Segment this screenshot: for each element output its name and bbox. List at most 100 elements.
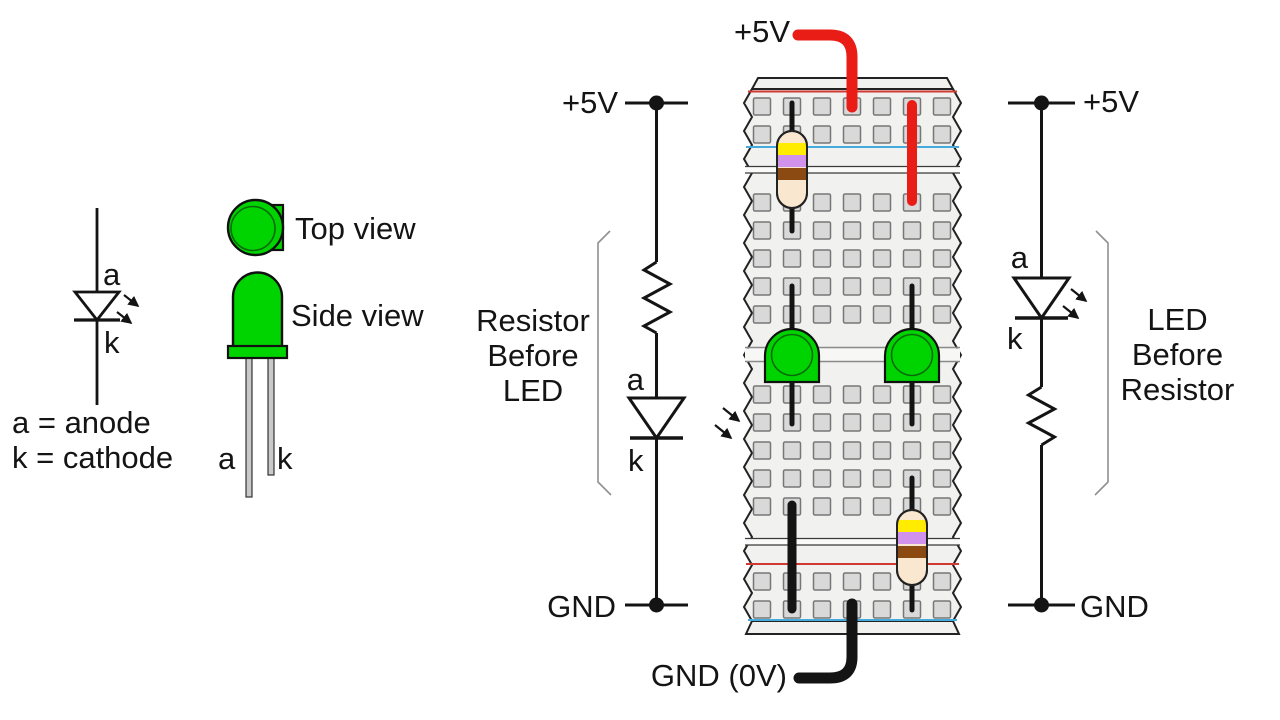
- breadboard-hole: [782, 441, 802, 460]
- caption-line: LED: [502, 373, 564, 408]
- breadboard-hole: [872, 497, 892, 516]
- breadboard-hole: [932, 249, 952, 268]
- breadboard-hole: [872, 572, 892, 591]
- breadboard-hole: [872, 97, 892, 116]
- breadboard-hole: [842, 385, 862, 404]
- led-dome-ring: [230, 205, 276, 252]
- breadboard-hole: [752, 572, 772, 591]
- breadboard-hole: [842, 497, 862, 516]
- resistor-symbol: [640, 260, 674, 335]
- breadboard-hole: [812, 249, 832, 268]
- breadboard-hole: [812, 125, 832, 144]
- resistor-band-violet: [777, 155, 807, 167]
- resistor-band-violet: [897, 532, 927, 544]
- breadboard-hole: [752, 413, 772, 432]
- junction-dot: [649, 597, 664, 613]
- breadboard-hole: [932, 441, 952, 460]
- breadboard-led-left: [763, 283, 821, 427]
- breadboard-hole: [842, 125, 862, 144]
- breadboard-hole: [752, 193, 772, 212]
- breadboard-hole: [752, 469, 772, 488]
- resistor-band-brown: [777, 168, 807, 180]
- breadboard-hole: [932, 572, 952, 591]
- resistor-band-brown: [897, 546, 927, 558]
- breadboard-led-right: [883, 283, 941, 427]
- led-dome-body: [231, 271, 284, 349]
- left-schematic-ground-label: GND: [547, 589, 616, 624]
- light-emission-arrows: [1062, 288, 1088, 320]
- symbol-cathode-label: k: [104, 325, 120, 360]
- breadboard-hole: [782, 469, 802, 488]
- breadboard-hole: [812, 277, 832, 296]
- caption-line: Before: [1131, 337, 1224, 372]
- right-schematic-cathode-label: k: [1007, 321, 1023, 356]
- led-side-view-drawing: [226, 271, 289, 498]
- breadboard-supply-wire-label: +5V: [733, 14, 790, 49]
- breadboard-hole: [812, 97, 832, 116]
- breadboard-hole: [872, 600, 892, 619]
- breadboard-holes: [752, 97, 952, 619]
- breadboard-hole: [842, 305, 862, 324]
- breadboard-hole: [902, 221, 922, 240]
- ground-wire-black: [793, 598, 858, 684]
- breadboard-hole: [932, 413, 952, 432]
- led-flange: [226, 344, 289, 360]
- left-schematic: [597, 95, 741, 613]
- breadboard-hole: [932, 125, 952, 144]
- right-schematic-caption: LED Before Resistor: [1095, 302, 1260, 407]
- breadboard-ground-wire-label: GND (0V): [650, 658, 787, 693]
- breadboard-hole: [752, 249, 772, 268]
- breadboard-hole: [752, 441, 772, 460]
- breadboard-hole: [932, 277, 952, 296]
- left-schematic-cathode-label: k: [628, 443, 644, 478]
- breadboard: [742, 29, 963, 684]
- caption-line: Resistor: [476, 303, 590, 338]
- right-schematic: [1008, 95, 1109, 613]
- breadboard-hole: [842, 193, 862, 212]
- resistor-symbol: [1025, 385, 1058, 447]
- led-dome-ring: [770, 333, 814, 377]
- breadboard-hole: [752, 600, 772, 619]
- breadboard-hole: [932, 600, 952, 619]
- led-top-view-body: [763, 327, 821, 384]
- right-schematic-ground-label: GND: [1080, 589, 1149, 624]
- breadboard-hole: [932, 385, 952, 404]
- supply-wire-red: [792, 29, 858, 113]
- breadboard-hole: [932, 469, 952, 488]
- breadboard-hole: [902, 249, 922, 268]
- resistor-top: [776, 100, 808, 234]
- breadboard-hole: [842, 277, 862, 296]
- led-dome-ring: [890, 333, 934, 377]
- caption-line: Resistor: [1120, 372, 1235, 407]
- breadboard-hole: [842, 441, 862, 460]
- breadboard-hole: [752, 385, 772, 404]
- breadboard-hole: [812, 497, 832, 516]
- light-emission-arrows: [714, 407, 741, 440]
- breadboard-hole: [812, 221, 832, 240]
- breadboard-hole: [872, 249, 892, 268]
- breadboard-hole: [872, 469, 892, 488]
- breadboard-hole: [842, 413, 862, 432]
- breadboard-hole: [812, 305, 832, 324]
- junction-dot: [1034, 597, 1049, 613]
- breadboard-hole: [902, 441, 922, 460]
- breadboard-hole: [842, 221, 862, 240]
- breadboard-hole: [812, 441, 832, 460]
- breadboard-hole: [782, 249, 802, 268]
- led-symbol-legend: [72, 208, 140, 405]
- side-view-label: Side view: [291, 298, 424, 333]
- led-symbol-triangle: [626, 396, 687, 441]
- caption-line: Before: [487, 338, 579, 373]
- left-schematic-supply-label: +5V: [561, 85, 618, 120]
- breadboard-hole: [932, 305, 952, 324]
- breadboard-hole: [842, 572, 862, 591]
- breadboard-hole: [872, 221, 892, 240]
- resistor-band-yellow: [777, 143, 807, 155]
- caption-line: LED: [1147, 302, 1208, 337]
- breadboard-hole: [872, 125, 892, 144]
- legend-cathode: k = cathode: [12, 440, 174, 475]
- led-symbol-triangle: [1011, 276, 1072, 321]
- breadboard-hole: [872, 441, 892, 460]
- breadboard-hole: [842, 249, 862, 268]
